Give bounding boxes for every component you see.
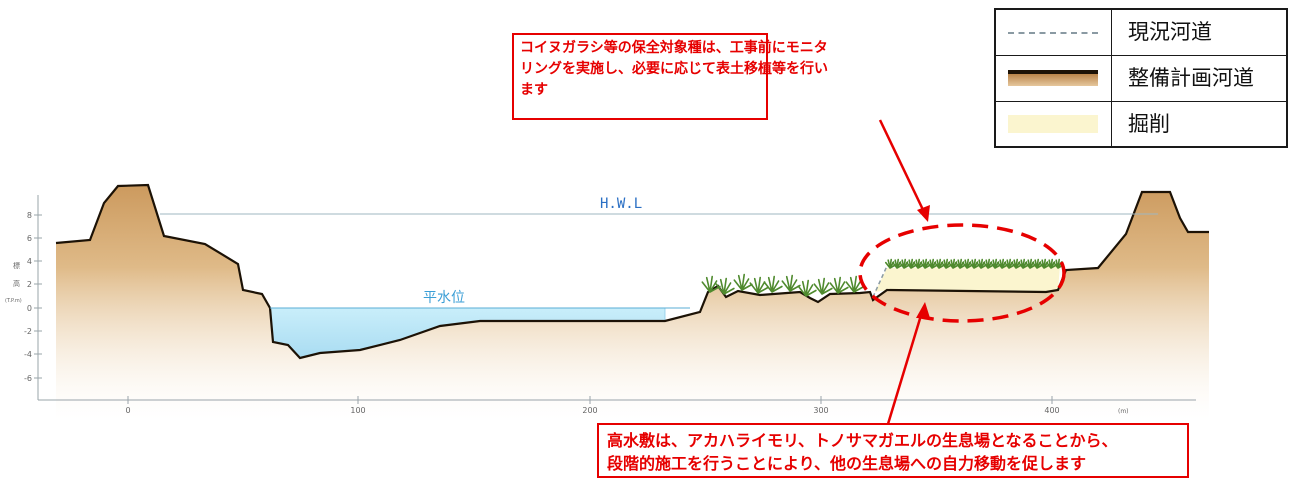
legend-row-current-channel: 現況河道	[996, 10, 1286, 56]
grass-tuft	[990, 258, 1002, 269]
callout-line: 段階的施工を行うことにより、他の生息場への自力移動を促します	[607, 454, 1087, 473]
soil-body	[56, 185, 1209, 420]
y-tick-label: 6	[27, 234, 32, 243]
grass-tuft	[701, 275, 721, 293]
callout-line: コイヌガラシ等の保全対象種は、工事前にモニタ	[520, 40, 828, 56]
hwl-label: H.W.L	[600, 196, 642, 212]
y-tick-label: -4	[24, 350, 32, 359]
x-tick-label: 400	[1044, 406, 1059, 415]
grass-tuft	[1032, 258, 1044, 269]
grass-tuft	[1011, 258, 1023, 269]
y-tick-label: 8	[27, 211, 32, 220]
y-tick-label: 2	[27, 280, 32, 289]
top-callout-arrowhead	[917, 205, 930, 222]
y-axis-unit: (T.P.m)	[5, 298, 22, 304]
x-axis-unit: (m)	[1118, 408, 1129, 415]
legend-divider	[1111, 102, 1112, 147]
highlight-ellipse	[858, 223, 1066, 323]
grass-tuft	[934, 258, 946, 269]
y-tick-label: 0	[27, 304, 32, 313]
current-channel-swatch	[1008, 32, 1098, 34]
y-axis-label-1: 標	[13, 261, 20, 270]
legend: 現況河道 整備計画河道 掘削	[994, 8, 1288, 148]
legend-label: 整備計画河道	[1128, 66, 1254, 90]
grass-tuft	[983, 258, 995, 269]
vegetation-excavation	[885, 258, 1065, 269]
callout-line: 高水敷は、アカハライモリ、トノサマガエルの生息場となることから、	[607, 431, 1118, 450]
grass-tuft	[955, 258, 967, 269]
grass-tuft	[913, 258, 925, 269]
grass-tuft	[892, 258, 904, 269]
y-tick-label: -2	[24, 327, 32, 336]
x-tick-label: 200	[582, 406, 597, 415]
legend-divider	[1111, 56, 1112, 101]
x-tick-marks	[127, 396, 1053, 404]
bottom-callout-arrow	[886, 311, 924, 425]
callout-line: リングを実施し、必要に応じて表土移植等を行い	[520, 61, 828, 77]
legend-row-excavation: 掘削	[996, 102, 1286, 147]
grass-tuft	[962, 258, 974, 269]
grass-tuft	[885, 258, 897, 269]
x-tick-label: 300	[813, 406, 828, 415]
grass-tuft	[813, 277, 833, 295]
grass-tuft	[969, 258, 981, 269]
excavation-area	[875, 266, 1060, 292]
grass-tuft	[829, 276, 849, 294]
grass-tuft	[749, 276, 769, 294]
grass-tuft	[899, 258, 911, 269]
normal-water-label: 平水位	[423, 290, 465, 306]
grass-tuft	[920, 258, 932, 269]
legend-divider	[1111, 10, 1112, 55]
grass-tuft	[1039, 258, 1051, 269]
grass-tuft	[997, 258, 1009, 269]
callout-habitat-note: 高水敷は、アカハライモリ、トノサマガエルの生息場となることから、 段階的施工を行…	[597, 423, 1189, 478]
x-tick-labels: 0 100 200 300 400	[125, 406, 1059, 415]
grass-tuft	[781, 274, 801, 292]
grass-tuft	[1018, 258, 1030, 269]
legend-label: 掘削	[1128, 112, 1170, 136]
vegetation-left	[701, 273, 865, 297]
grass-tuft	[797, 279, 817, 297]
planned-channel-swatch	[1008, 70, 1098, 86]
y-tick-label: 4	[27, 257, 32, 266]
grass-tuft	[715, 277, 735, 295]
y-tick-label: -6	[24, 374, 32, 383]
grass-tuft	[906, 258, 918, 269]
y-tick-labels: 8 6 4 2 0 -2 -4 -6	[24, 211, 32, 383]
legend-label: 現況河道	[1128, 20, 1212, 44]
top-callout-arrow	[878, 119, 927, 215]
grass-tuft	[1025, 258, 1037, 269]
callout-conservation-note: コイヌガラシ等の保全対象種は、工事前にモニタ リングを実施し、必要に応じて表土移…	[512, 33, 828, 120]
x-tick-label: 0	[125, 406, 130, 415]
bottom-callout-arrowhead	[916, 302, 930, 318]
grass-tuft	[1053, 258, 1065, 269]
x-tick-label: 100	[350, 406, 365, 415]
legend-row-planned-channel: 整備計画河道	[996, 56, 1286, 102]
grass-tuft	[941, 258, 953, 269]
grass-tuft	[763, 275, 783, 293]
y-axis-label-2: 高	[13, 279, 20, 288]
y-tick-marks	[34, 214, 42, 379]
grass-tuft	[1004, 258, 1016, 269]
excavation-swatch	[1008, 115, 1098, 133]
grass-tuft	[733, 273, 753, 291]
grass-tuft	[948, 258, 960, 269]
callout-line: ます	[520, 82, 548, 98]
grass-tuft	[845, 275, 865, 293]
grass-tuft	[976, 258, 988, 269]
grass-tuft	[927, 258, 939, 269]
grass-tuft	[1046, 258, 1058, 269]
